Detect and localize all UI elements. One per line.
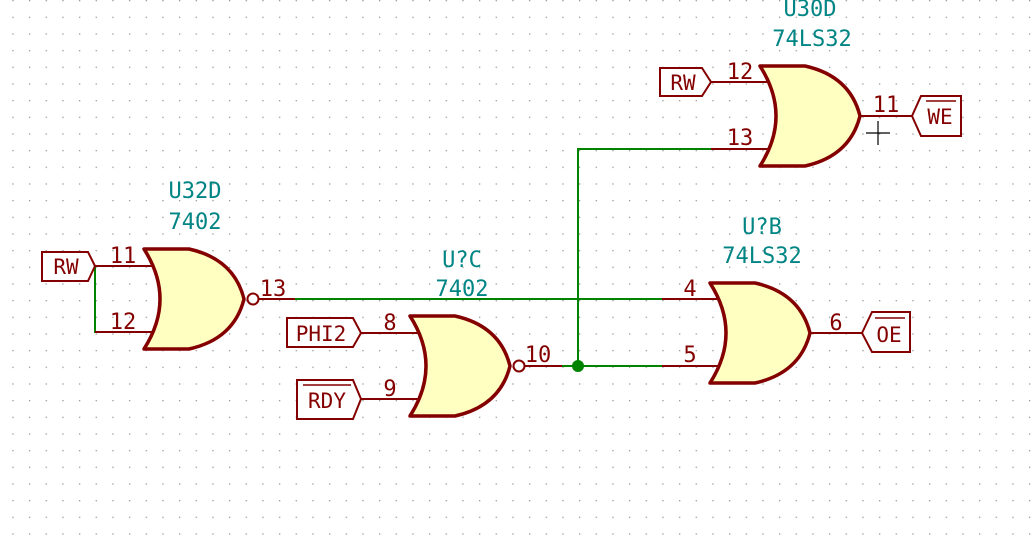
pin-number: 12 xyxy=(110,310,137,335)
wire-junction-to-u30d[interactable] xyxy=(577,148,712,366)
pin-number: 12 xyxy=(727,60,754,85)
pin-number: 4 xyxy=(683,277,696,302)
gate-reference: U?C xyxy=(442,248,482,273)
gate-value: 74LS32 xyxy=(772,27,851,52)
inversion-bubble xyxy=(246,292,260,306)
svg-text:OE: OE xyxy=(876,323,901,347)
label-we[interactable]: WE xyxy=(910,95,962,137)
label-phi2[interactable]: PHI2 xyxy=(286,317,363,348)
svg-text:RDY: RDY xyxy=(308,389,346,413)
svg-text:RW: RW xyxy=(53,255,79,279)
svg-text:RW: RW xyxy=(670,71,696,95)
nor-gate-body xyxy=(408,314,512,418)
label-oe[interactable]: OE xyxy=(860,311,911,353)
gate-reference: U?B xyxy=(742,215,782,240)
pin-number: 6 xyxy=(829,311,842,336)
label-rw-top[interactable]: RW xyxy=(659,67,713,97)
gate-value: 74LS32 xyxy=(722,244,801,269)
label-rdy[interactable]: RDY xyxy=(296,379,363,420)
or-gate-body xyxy=(758,64,862,168)
pin-number: 10 xyxy=(525,343,552,368)
pin-number: 9 xyxy=(383,377,396,402)
pin-number: 13 xyxy=(727,126,754,151)
gate-uc[interactable]: U?C 7402 8 9 10 xyxy=(361,248,562,418)
pin-number: 11 xyxy=(873,93,900,118)
gate-u30d[interactable]: U30D 74LS32 12 13 11 xyxy=(711,0,912,168)
nor-gate-body xyxy=(142,247,246,351)
label-rw-left[interactable]: RW xyxy=(41,251,97,282)
gate-reference: U32D xyxy=(169,179,222,204)
or-gate-body xyxy=(708,281,812,385)
pin-number: 8 xyxy=(383,311,396,336)
pin-number: 5 xyxy=(683,343,696,368)
gate-u32d[interactable]: U32D 7402 11 12 13 xyxy=(95,179,295,351)
gate-ub[interactable]: U?B 74LS32 4 5 6 xyxy=(662,215,862,385)
gate-value: 7402 xyxy=(169,210,222,235)
gate-value: 7402 xyxy=(436,277,489,302)
pin-number: 11 xyxy=(110,244,137,269)
svg-text:PHI2: PHI2 xyxy=(296,322,347,346)
wires xyxy=(94,148,712,372)
junction-dot xyxy=(572,360,584,372)
svg-text:WE: WE xyxy=(927,105,952,129)
inversion-bubble xyxy=(512,359,526,373)
gate-reference: U30D xyxy=(784,0,837,22)
pin-number: 13 xyxy=(260,277,287,302)
cursor-crosshair-icon xyxy=(866,121,890,145)
